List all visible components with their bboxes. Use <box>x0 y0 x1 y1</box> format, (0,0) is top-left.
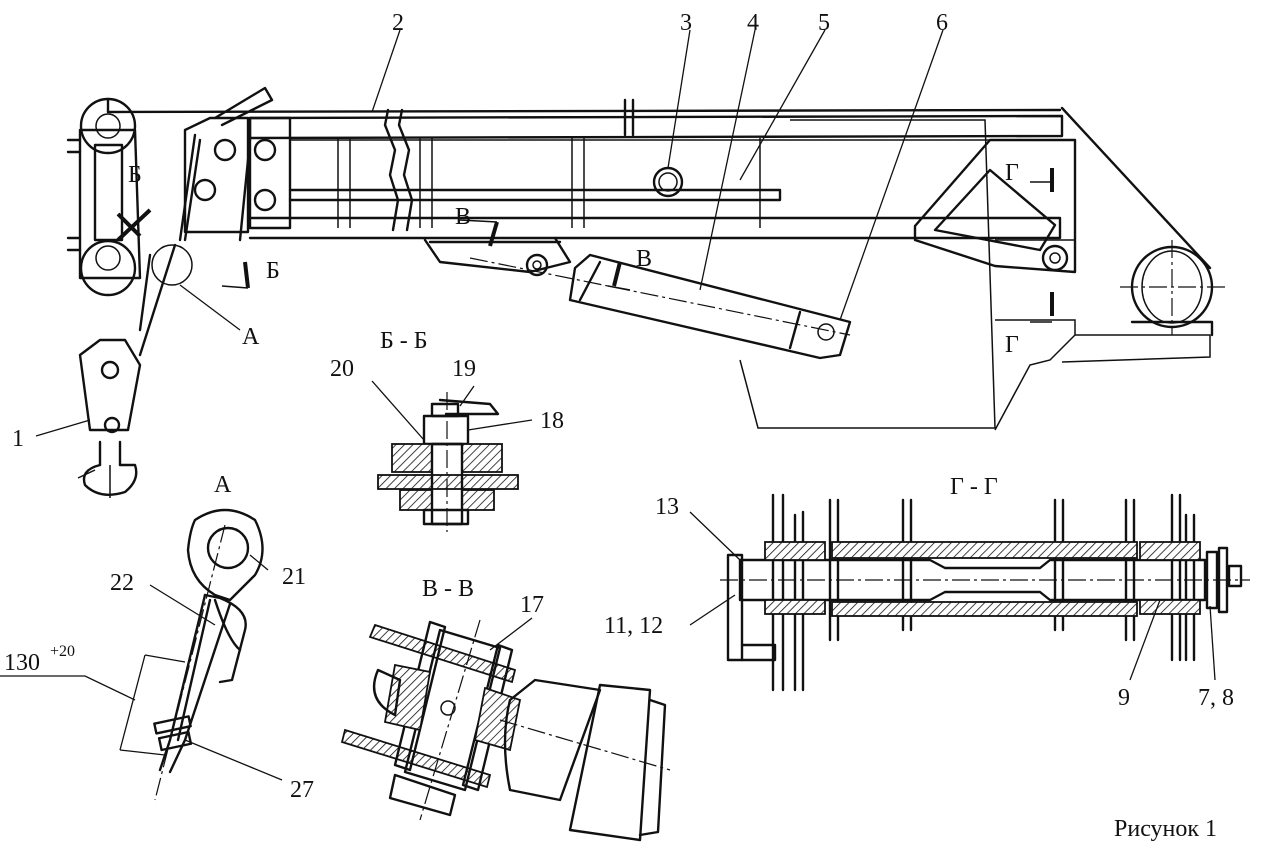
section-title-bb: Б - Б <box>380 328 428 354</box>
section-bb <box>371 380 533 532</box>
mark-a: А <box>242 324 260 350</box>
detail-a <box>0 508 283 801</box>
mark-v-lower: В <box>636 246 652 272</box>
section-gg <box>689 493 1250 692</box>
dimension-tolerance: +20 <box>50 643 75 660</box>
callout-19: 19 <box>452 356 476 382</box>
callout-20: 20 <box>330 356 354 382</box>
callout-labels: 2 3 4 5 6 1 В В Б Б А Г Г Б - Б 20 19 18… <box>4 10 1234 842</box>
callout-7-8: 7, 8 <box>1198 685 1234 711</box>
callout-11-12: 11, 12 <box>604 613 663 639</box>
callout-5: 5 <box>818 10 830 36</box>
callout-3: 3 <box>680 10 692 36</box>
callout-21: 21 <box>282 564 306 590</box>
mark-b-upper: Б <box>128 162 142 188</box>
callout-18: 18 <box>540 408 564 434</box>
dimension-value: 130 <box>4 650 40 676</box>
callout-22: 22 <box>110 570 134 596</box>
section-vv <box>340 617 671 842</box>
section-title-vv: В - В <box>422 576 474 602</box>
callout-1: 1 <box>12 426 24 452</box>
section-title-a: А <box>214 472 232 498</box>
callout-2: 2 <box>392 10 404 36</box>
main-view-leaders <box>35 29 944 437</box>
callout-4: 4 <box>747 10 759 36</box>
mark-g-upper: Г <box>1005 160 1019 186</box>
section-title-gg: Г - Г <box>950 474 998 500</box>
callout-6: 6 <box>936 10 948 36</box>
callout-17: 17 <box>520 592 544 618</box>
mark-v-upper: В <box>455 204 471 230</box>
figure-caption: Рисунок 1 <box>1114 816 1217 842</box>
callout-27: 27 <box>290 777 314 803</box>
mark-g-lower: Г <box>1005 332 1019 358</box>
callout-13: 13 <box>655 494 679 520</box>
mark-b-lower: Б <box>266 258 280 284</box>
main-boom-view <box>66 86 1225 498</box>
callout-9: 9 <box>1118 685 1130 711</box>
